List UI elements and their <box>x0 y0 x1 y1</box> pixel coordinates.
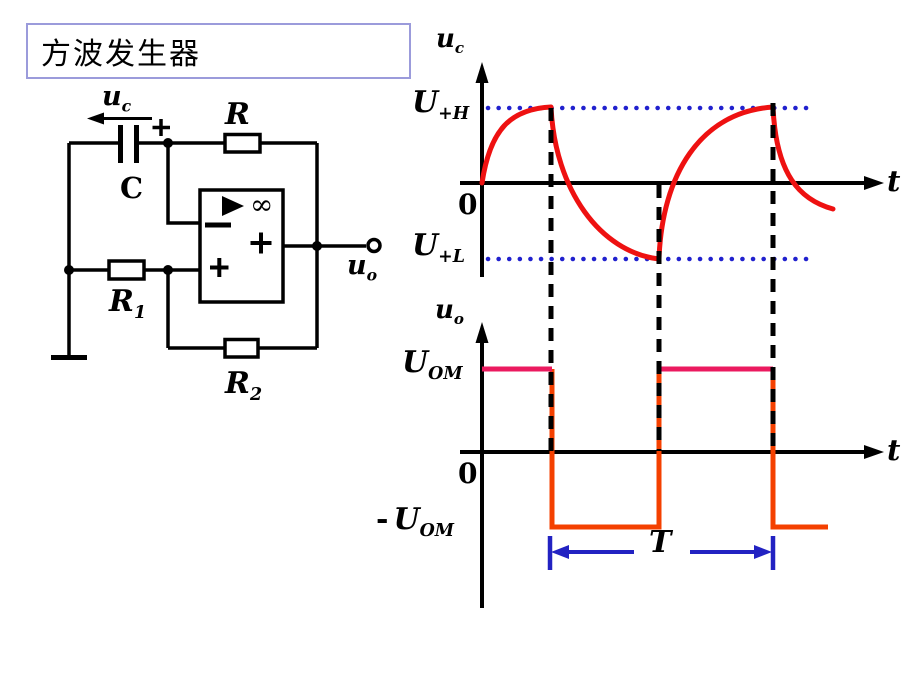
node-dot <box>163 265 173 275</box>
period-T-label: T <box>649 525 672 560</box>
circuit-cap-label: C <box>120 171 144 205</box>
uc-t-axis-label: t <box>887 164 901 198</box>
uo-y-axis-arrowhead-icon <box>475 322 489 343</box>
resistor-R-icon <box>223 132 262 154</box>
circuit-r-label: R <box>225 97 250 132</box>
period-right-arrowhead-icon <box>754 545 772 559</box>
capacitor-icon <box>118 125 139 163</box>
uc-origin-label: 0 <box>458 188 478 221</box>
circuit-uo-label: uo <box>347 250 378 285</box>
opamp-output-plus-sign <box>250 232 272 254</box>
opamp-triangle-icon <box>222 196 244 216</box>
uc-chart <box>460 62 884 277</box>
uc-low-level-label: U+L <box>412 228 465 267</box>
node-dot <box>312 241 322 251</box>
circuit-r2-label: R2 <box>225 366 263 405</box>
title-box: 方波发生器 <box>26 23 411 79</box>
resistor-R1-icon <box>107 259 146 281</box>
wire-inverting-input <box>166 143 200 225</box>
circuit-uc-label: uc <box>102 81 132 116</box>
period-annotation <box>547 536 776 570</box>
uo-square-wave-low-segments <box>549 369 828 530</box>
resistor-R2-icon <box>223 337 260 359</box>
node-dot <box>163 138 173 148</box>
uc-x-axis-arrowhead-icon <box>864 176 884 190</box>
uo-axis-label: uo <box>435 295 464 329</box>
opamp-input-plus-sign <box>210 258 229 277</box>
uc-y-axis-arrowhead-icon <box>475 62 489 83</box>
opamp-gain-label: ∞ <box>250 188 274 221</box>
uc-arrow-head-icon <box>87 112 104 125</box>
cap-plus-sign <box>152 119 170 136</box>
uo-low-level-label: -UOM <box>376 502 455 541</box>
uo-high-level-label: UOM <box>402 345 463 384</box>
uo-t-axis-label: t <box>887 433 901 467</box>
uc-axis-label: uc <box>436 24 465 58</box>
output-terminal-icon <box>366 237 382 254</box>
uo-x-axis-arrowhead-icon <box>864 445 884 459</box>
uc-high-level-label: U+H <box>412 85 470 124</box>
opamp-icon <box>198 188 285 304</box>
uo-origin-label: 0 <box>458 457 478 490</box>
page-title: 方波发生器 <box>41 37 201 72</box>
dashed-time-markers <box>548 103 776 451</box>
circuit-r1-label: R1 <box>109 284 147 323</box>
uo-chart <box>460 322 884 608</box>
node-dot <box>64 265 74 275</box>
circuit-diagram <box>51 112 382 360</box>
period-left-arrowhead-icon <box>551 545 569 559</box>
